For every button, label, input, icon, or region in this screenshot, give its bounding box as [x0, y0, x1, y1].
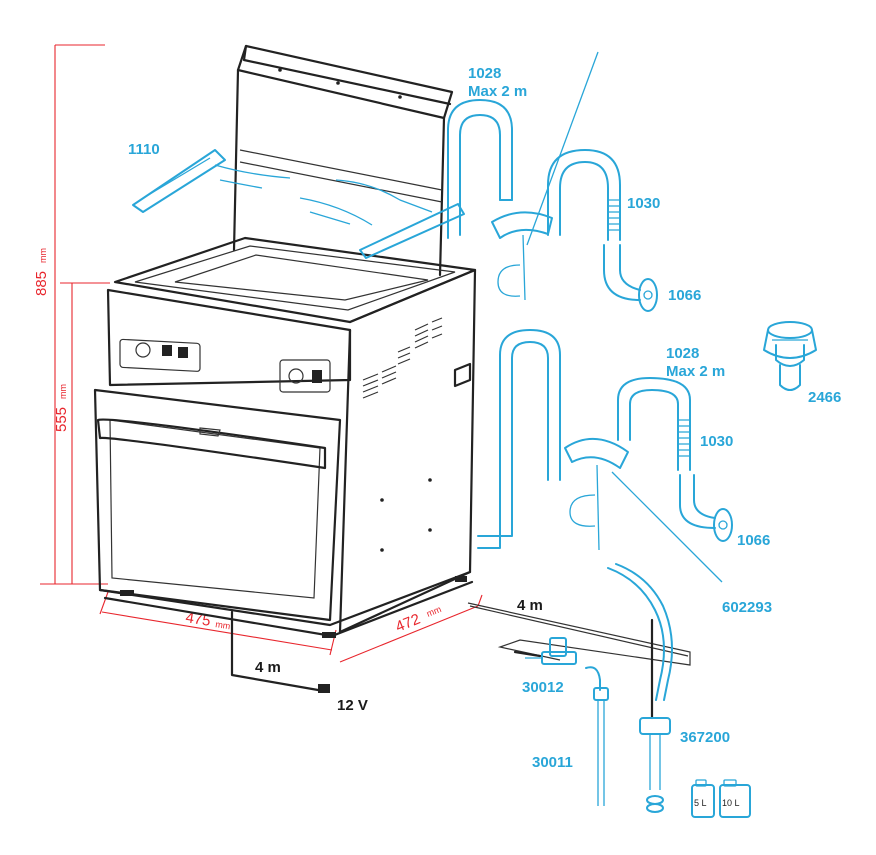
total-height-value: 885 [33, 271, 50, 296]
fry-baskets-label: 1110 [128, 141, 160, 158]
body-height-unit: mm [58, 384, 68, 399]
tube-label: 30011 [532, 754, 573, 771]
vent-cap [763, 321, 817, 391]
oven-unit [93, 44, 477, 638]
body-height-value: 555 [53, 407, 70, 432]
upper-probe-assembly [491, 51, 599, 301]
container-10l [719, 779, 751, 818]
upper-flange-label: 1066 [668, 287, 701, 304]
voltage-label: 12 V [337, 697, 368, 714]
fry-baskets [132, 149, 465, 259]
power-cable [230, 610, 330, 693]
vent-cap-label: 2466 [808, 389, 841, 406]
power-cable-length: 4 m [255, 659, 281, 676]
dosing-pump [607, 563, 673, 813]
container-10l-label: 10 L [722, 798, 740, 808]
container-5l-label: 5 L [694, 798, 707, 808]
upper-hose-max: Max 2 m [468, 83, 527, 100]
drain-cable-length: 4 m [517, 597, 543, 614]
dosing-pump-label: 367200 [680, 729, 730, 746]
upper-bend-label: 1030 [627, 195, 660, 212]
lower-bend-label: 1030 [700, 433, 733, 450]
valve [525, 637, 577, 665]
depth-value: 472 [393, 611, 423, 636]
upper-bend [547, 149, 658, 312]
lower-hose-label: 1028 [666, 345, 699, 362]
upper-hose-label: 1028 [468, 65, 501, 82]
lower-probe-assembly [564, 437, 723, 583]
dimension-lines [40, 44, 483, 663]
lower-hose-max: Max 2 m [666, 363, 725, 380]
lower-hose [477, 329, 561, 549]
probe-label: 602293 [722, 599, 772, 616]
total-height-unit: mm [38, 248, 48, 263]
depth-unit: mm [425, 604, 443, 619]
width-unit: mm [215, 619, 231, 631]
container-5l [691, 779, 715, 818]
upper-hose [447, 99, 513, 239]
valve-label: 30012 [522, 679, 564, 696]
lower-bend [617, 377, 733, 542]
lower-flange-label: 1066 [737, 532, 770, 549]
tube [585, 666, 609, 806]
